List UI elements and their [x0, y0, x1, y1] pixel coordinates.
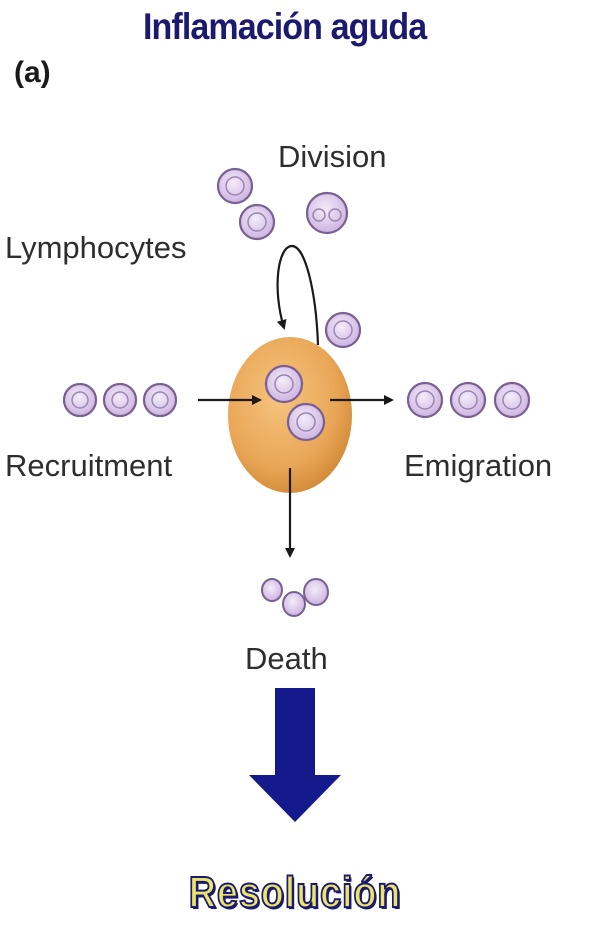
label-lymphocytes: Lymphocytes: [5, 230, 187, 266]
cell-division-1: [218, 169, 252, 203]
cell-in-node-1: [266, 366, 302, 402]
division-loop-arrow: [278, 246, 318, 345]
cell-division-2: [240, 205, 274, 239]
label-emigration: Emigration: [404, 448, 552, 484]
cell-recruit-1: [64, 384, 96, 416]
cell-emig-3: [495, 383, 529, 417]
cell-emig-2: [451, 383, 485, 417]
resolution-arrow: [249, 688, 341, 822]
cell-in-node-2: [288, 404, 324, 440]
cell-recruit-2: [104, 384, 136, 416]
cell-dividing: [307, 193, 347, 233]
cell-recruit-3: [144, 384, 176, 416]
page-title: Inflamación aguda: [143, 6, 426, 48]
label-recruitment: Recruitment: [5, 448, 172, 484]
cell-node-edge: [326, 313, 360, 347]
resolution-label: Resolución: [41, 868, 548, 918]
apoptotic-cells: [262, 579, 328, 616]
label-division: Division: [278, 139, 387, 175]
label-death: Death: [245, 641, 328, 677]
cell-emig-1: [408, 383, 442, 417]
panel-label: (a): [14, 56, 51, 90]
